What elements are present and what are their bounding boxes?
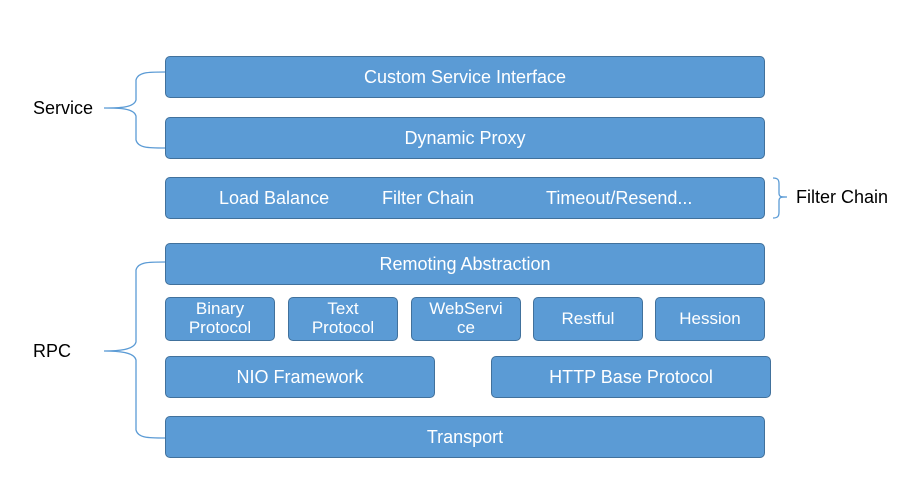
protocol-line1: Binary (195, 299, 245, 319)
filter-chain-layer: Load Balance Filter Chain Timeout/Resend… (165, 177, 765, 219)
protocol-line2: ce (457, 318, 475, 337)
protocol-line2: Protocol (188, 318, 252, 337)
text-protocol-box: Text Protocol (288, 297, 398, 341)
rpc-label: RPC (33, 341, 72, 361)
protocol-line1: Text (327, 299, 359, 319)
filter-chain-item: Filter Chain (382, 187, 475, 208)
service-label: Service (33, 98, 94, 118)
protocol-line2: Protocol (311, 318, 375, 337)
service-bracket (103, 71, 166, 149)
filter-chain-bracket (772, 177, 788, 219)
load-balance-item: Load Balance (219, 187, 330, 208)
http-base-protocol-box: HTTP Base Protocol (491, 356, 771, 398)
hession-box: Hession (655, 297, 765, 341)
protocol-line1: WebServi (429, 299, 503, 319)
transport-layer: Transport (165, 416, 765, 458)
binary-protocol-box: Binary Protocol (165, 297, 275, 341)
nio-framework-box: NIO Framework (165, 356, 435, 398)
webservice-box: WebServi ce (411, 297, 521, 341)
timeout-resend-item: Timeout/Resend... (546, 187, 693, 208)
rpc-bracket (103, 261, 166, 439)
dynamic-proxy-layer: Dynamic Proxy (165, 117, 765, 159)
remoting-abstraction-layer: Remoting Abstraction (165, 243, 765, 285)
filter-chain-label: Filter Chain (796, 187, 889, 207)
restful-box: Restful (533, 297, 643, 341)
custom-service-interface-layer: Custom Service Interface (165, 56, 765, 98)
